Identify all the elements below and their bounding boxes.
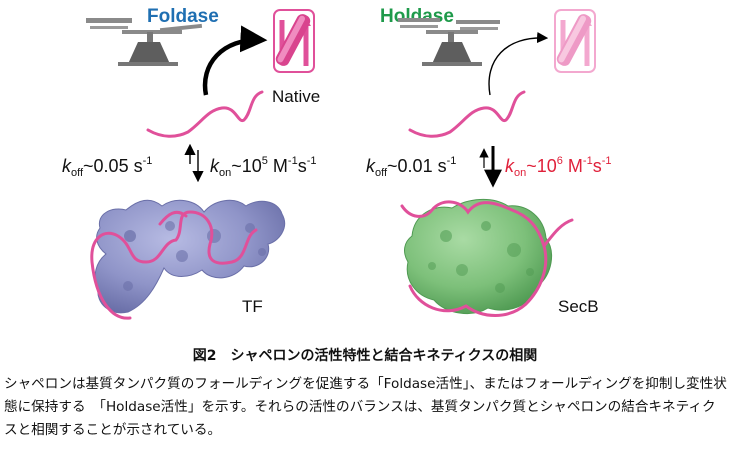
native-label: Native [272,87,320,106]
native-protein-faded-icon [554,9,596,73]
figure-caption-title: 図2 シャペロンの活性特性と結合キネティクスの相関 [192,348,538,364]
svg-text:koff~0.05 s-1: koff~0.05 s-1 [62,155,152,179]
bound-substrate-right [400,200,548,317]
tf-label: TF [242,297,263,316]
exchange-arrows-left [184,143,204,183]
bound-substrate-left-tail [158,210,188,226]
unfolded-substrate-left [146,90,264,138]
svg-text:kon~105 M-1s-1: kon~105 M-1s-1 [210,155,316,179]
svg-text:kon~106 M-1s-1: kon~106 M-1s-1 [505,155,611,179]
kinetics-left-koff: koff~0.05 s-1 [62,155,152,179]
native-protein-icon [273,9,315,73]
secb-chaperone [404,199,553,315]
kinetics-right-koff: koff~0.01 s-1 [366,155,456,179]
balance-scale-icon-left [86,18,203,66]
bound-substrate-right-tail [542,218,574,248]
foldase-title: Foldase [147,6,219,27]
bound-substrate-left [90,210,258,320]
trigger-factor-chaperone [94,199,286,314]
secb-label: SecB [558,297,599,316]
svg-text:koff~0.01 s-1: koff~0.01 s-1 [366,155,456,179]
exchange-arrows-right [479,146,502,188]
kinetics-right-kon: kon~106 M-1s-1 [505,155,611,179]
folding-arrow-right [488,31,549,96]
chaperone-diagram: Foldase Native koff~0.05 s-1 kon~105 M-1… [62,6,611,320]
unfolded-substrate-right [408,90,526,138]
holdase-title: Holdase [380,6,454,27]
kinetics-left-kon: kon~105 M-1s-1 [210,155,316,179]
balance-scale-icon-right [398,18,500,66]
figure-caption-body: シャペロンは基質タンパク質のフォールディングを促進する「Foldase活性」、ま… [4,376,727,438]
folding-arrow-left [202,25,268,96]
